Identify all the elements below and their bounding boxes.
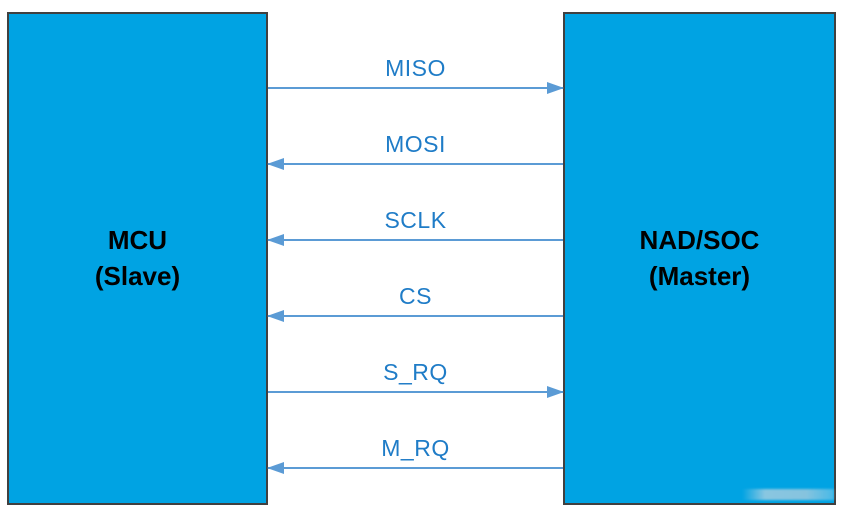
nad-soc-box-subtitle: (Master) — [648, 260, 751, 291]
nad-soc-box-label: NAD/SOC (Master) — [640, 223, 760, 293]
signal-row-mosi: MOSI — [267, 127, 563, 170]
signal-arrow-line — [267, 310, 563, 322]
signal-row-cs: CS — [267, 279, 563, 322]
nad-soc-box: NAD/SOC (Master) — [563, 12, 836, 505]
signal-arrow-line — [268, 386, 564, 398]
mcu-box-subtitle: (Slave) — [94, 260, 181, 291]
signal-arrow-line — [268, 82, 564, 94]
signal-arrow-line — [267, 462, 563, 474]
arrowhead-left-icon — [267, 158, 284, 170]
signal-row-sclk: SCLK — [267, 203, 563, 246]
arrowhead-left-icon — [267, 310, 284, 322]
signal-row-s_rq: S_RQ — [268, 355, 564, 398]
signal-row-m_rq: M_RQ — [267, 431, 563, 474]
mcu-box-label: MCU (Slave) — [95, 223, 180, 293]
arrowhead-left-icon — [267, 234, 284, 246]
arrowhead-right-icon — [547, 82, 564, 94]
arrowhead-right-icon — [547, 386, 564, 398]
signal-arrow-line — [267, 158, 563, 170]
signal-label: SCLK — [384, 207, 447, 233]
signal-label: CS — [399, 283, 432, 309]
mcu-box-title: MCU — [107, 225, 168, 256]
signal-label: M_RQ — [381, 435, 450, 461]
signal-row-miso: MISO — [268, 51, 564, 94]
signal-arrow-line — [267, 234, 563, 246]
signal-label: MISO — [385, 55, 446, 81]
signal-label: MOSI — [385, 131, 446, 157]
mcu-box: MCU (Slave) — [7, 12, 268, 505]
signal-label: S_RQ — [383, 359, 448, 385]
signals: MISO MOSI SCLK CS S_RQ M_RQ — [267, 0, 564, 514]
nad-soc-box-title: NAD/SOC — [639, 225, 760, 256]
arrowhead-left-icon — [267, 462, 284, 474]
